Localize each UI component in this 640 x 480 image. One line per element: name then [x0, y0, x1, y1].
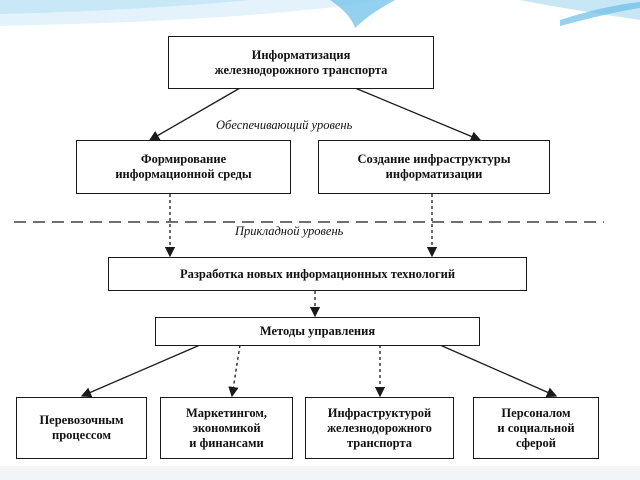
- top-banner-decoration: [0, 0, 640, 34]
- left-box-information-environment: Формирование информационной среды: [76, 140, 291, 194]
- bottom-strip-decoration: [0, 466, 640, 480]
- arrow-methods-to-leaf-1: [80, 344, 201, 398]
- tech-development-box: Разработка новых информационных технолог…: [108, 257, 527, 291]
- management-methods-box: Методы управления: [155, 317, 480, 346]
- arrow-root-to-left: [148, 87, 241, 141]
- leaf-box-transportation: Перевозочным процессом: [16, 397, 147, 459]
- leaf-box-infrastructure: Инфраструктурой железнодорожного транспо…: [305, 397, 454, 459]
- arrow-methods-to-leaf-2: [228, 344, 241, 398]
- arrow-methods-to-leaf-4: [439, 344, 558, 398]
- leaf-box-marketing-finance: Маркетингом, экономикой и финансами: [160, 397, 293, 459]
- applied-level-label: Прикладной уровень: [232, 224, 347, 239]
- root-box-railway-informatization: Информатизация железнодорожного транспор…: [168, 36, 434, 89]
- arrow-root-to-right: [354, 87, 482, 142]
- support-level-label: Обеспечивающий уровень: [213, 118, 356, 133]
- right-box-infrastructure-creation: Создание инфраструктуры информатизации: [318, 140, 550, 194]
- leaf-box-personnel-social: Персоналом и социальной сферой: [473, 397, 599, 459]
